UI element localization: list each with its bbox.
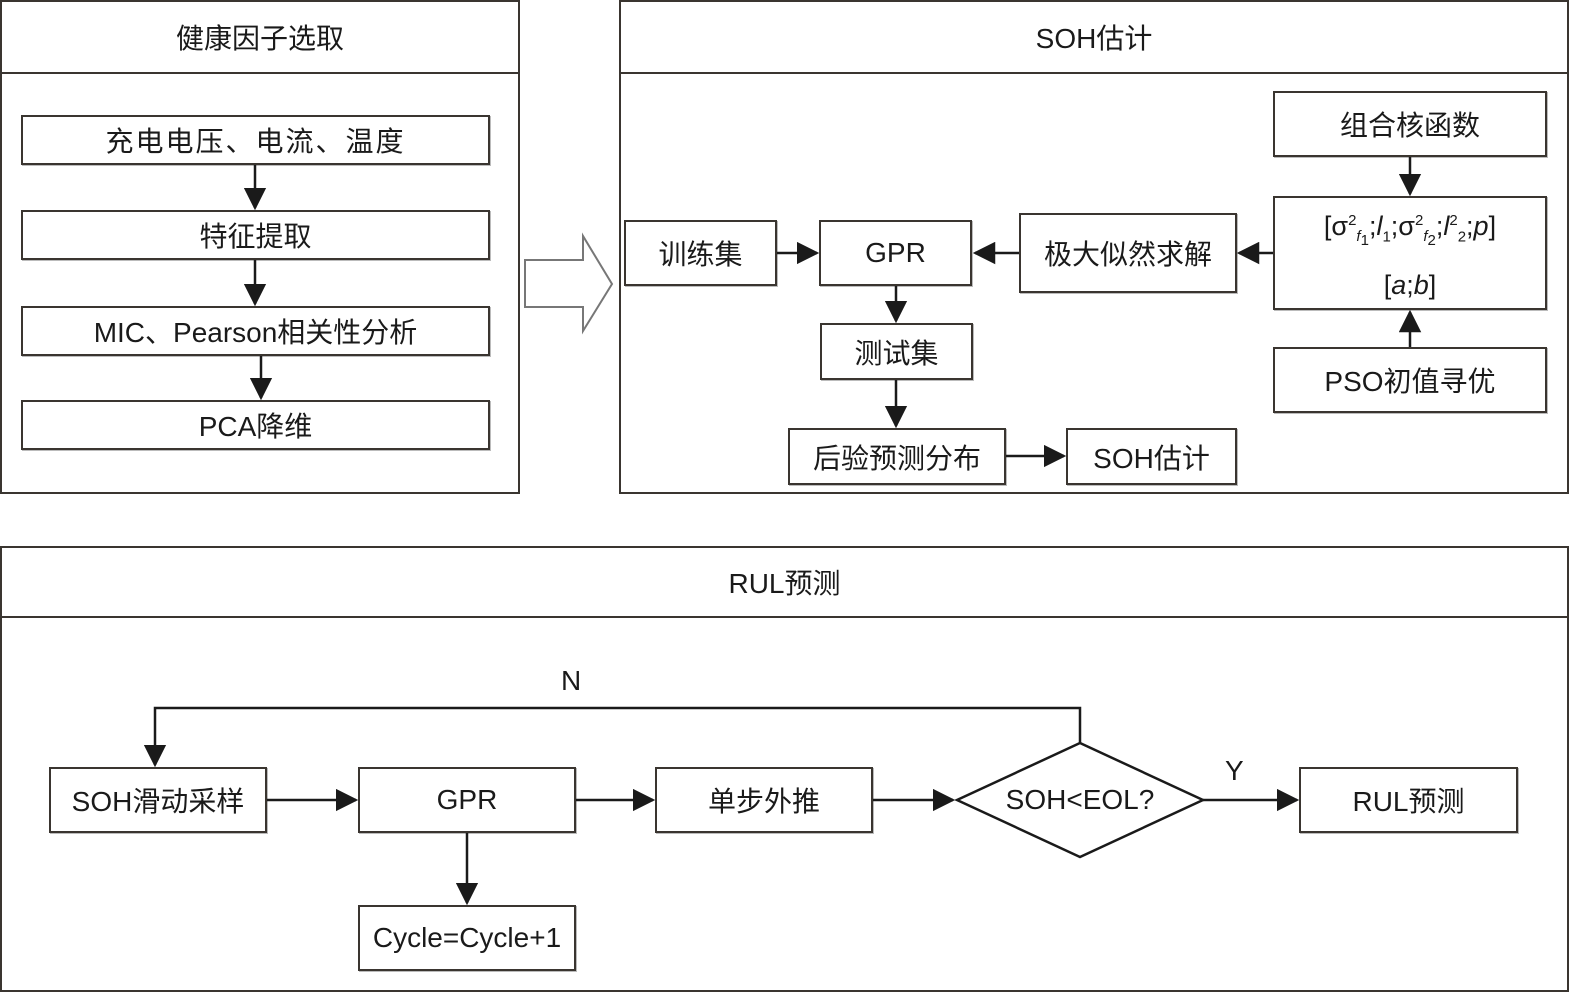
hyperparams-ab: [a;b] <box>1383 270 1437 301</box>
hyperparams-vector: [σ2f1;l1;σ2f2;l22;p] <box>1323 210 1497 250</box>
node-rul-gpr: GPR <box>358 767 576 833</box>
panel-title: RUL预测 <box>2 548 1567 618</box>
node-combined-kernel: 组合核函数 <box>1273 91 1547 157</box>
node-feature-extraction: 特征提取 <box>21 210 490 260</box>
node-gpr: GPR <box>819 220 972 286</box>
node-training-set: 训练集 <box>624 220 777 286</box>
node-rul-output: RUL预测 <box>1299 767 1518 833</box>
panel-title: 健康因子选取 <box>2 2 518 74</box>
panel-title-text: 健康因子选取 <box>175 22 344 55</box>
panel-title-text: SOH估计 <box>1035 23 1153 54</box>
node-posterior-predictive: 后验预测分布 <box>788 428 1006 485</box>
node-max-likelihood-solve: 极大似然求解 <box>1019 213 1237 293</box>
node-hyperparameters: [σ2f1;l1;σ2f2;l22;p] [a;b] <box>1273 196 1547 310</box>
panel-title-text: RUL预测 <box>728 568 841 599</box>
node-soh-output: SOH估计 <box>1066 428 1237 485</box>
node-mic-pearson-analysis: MIC、Pearson相关性分析 <box>21 306 490 356</box>
node-test-set: 测试集 <box>820 323 973 380</box>
node-cycle-increment: Cycle=Cycle+1 <box>358 905 576 971</box>
panel-title: SOH估计 <box>621 2 1567 74</box>
node-charge-voltage-current-temp: 充电电压、电流、温度 <box>21 115 490 165</box>
node-pso-init-optimization: PSO初值寻优 <box>1273 347 1547 413</box>
node-soh-sliding-sampling: SOH滑动采样 <box>49 767 267 833</box>
node-pca-dimension-reduction: PCA降维 <box>21 400 490 450</box>
hollow-arrow-icon <box>524 232 614 335</box>
node-single-step-extrapolate: 单步外推 <box>655 767 873 833</box>
branch-label-no: N <box>561 665 582 696</box>
decision-label: SOH<EOL? <box>1005 784 1155 815</box>
branch-label-yes: Y <box>1225 755 1244 786</box>
